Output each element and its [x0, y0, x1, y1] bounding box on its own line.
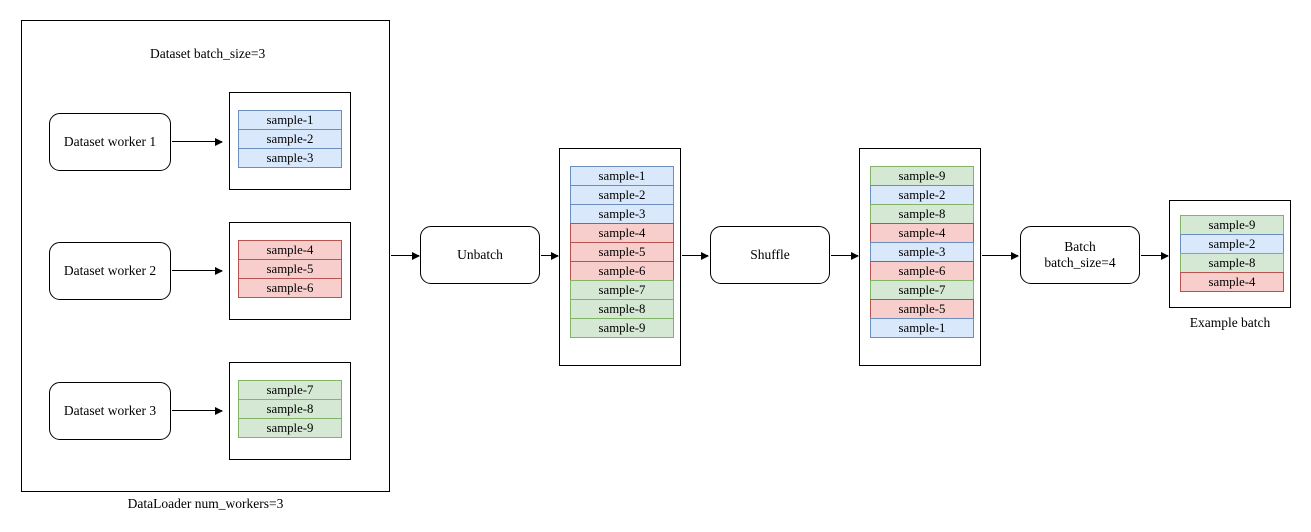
dataset-worker-1-node[interactable]: Dataset worker 1	[49, 113, 171, 171]
sample-item[interactable]: sample-9	[1180, 215, 1284, 235]
sample-item[interactable]: sample-8	[1180, 253, 1284, 273]
sample-item[interactable]: sample-6	[570, 261, 674, 281]
arrow-batch-to-example	[1141, 255, 1168, 257]
dataloader-caption: DataLoader num_workers=3	[127, 496, 284, 511]
arrow-worker2-to-batch2	[172, 270, 222, 272]
sample-item[interactable]: sample-1	[870, 318, 974, 338]
arrow-dataloader-to-unbatch	[391, 255, 419, 257]
arrow-list-to-shuffle	[682, 255, 708, 257]
arrow-worker1-to-batch1	[172, 141, 222, 143]
sample-item[interactable]: sample-4	[238, 240, 342, 260]
sample-item[interactable]: sample-4	[570, 223, 674, 243]
sample-item[interactable]: sample-4	[870, 223, 974, 243]
sample-item[interactable]: sample-2	[870, 185, 974, 205]
worker-2-sample-list: sample-4 sample-5 sample-6	[238, 240, 342, 298]
example-batch-sample-list: sample-9 sample-2 sample-8 sample-4	[1180, 215, 1284, 292]
worker-3-sample-list: sample-7 sample-8 sample-9	[238, 380, 342, 438]
arrow-shuffle-to-list	[831, 255, 858, 257]
unbatch-node[interactable]: Unbatch	[420, 226, 540, 284]
sample-item[interactable]: sample-8	[238, 399, 342, 419]
sample-item[interactable]: sample-8	[870, 204, 974, 224]
dataset-worker-3-node[interactable]: Dataset worker 3	[49, 382, 171, 440]
sample-item[interactable]: sample-4	[1180, 272, 1284, 292]
sample-item[interactable]: sample-8	[570, 299, 674, 319]
sample-item[interactable]: sample-1	[570, 166, 674, 186]
sample-item[interactable]: sample-6	[870, 261, 974, 281]
shuffle-node[interactable]: Shuffle	[710, 226, 830, 284]
worker-1-sample-list: sample-1 sample-2 sample-3	[238, 110, 342, 168]
sample-item[interactable]: sample-9	[238, 418, 342, 438]
example-batch-caption: Example batch	[1189, 315, 1271, 330]
sample-item[interactable]: sample-7	[570, 280, 674, 300]
sample-item[interactable]: sample-9	[870, 166, 974, 186]
sample-item[interactable]: sample-5	[870, 299, 974, 319]
arrow-unbatch-to-list	[541, 255, 558, 257]
sample-item[interactable]: sample-5	[570, 242, 674, 262]
sample-item[interactable]: sample-3	[570, 204, 674, 224]
shuffled-sample-list: sample-9 sample-2 sample-8 sample-4 samp…	[870, 166, 974, 338]
sample-item[interactable]: sample-7	[870, 280, 974, 300]
sample-item[interactable]: sample-2	[1180, 234, 1284, 254]
sample-item[interactable]: sample-6	[238, 278, 342, 298]
dataset-worker-2-node[interactable]: Dataset worker 2	[49, 242, 171, 300]
unbatched-sample-list: sample-1 sample-2 sample-3 sample-4 samp…	[570, 166, 674, 338]
sample-item[interactable]: sample-3	[238, 148, 342, 168]
sample-item[interactable]: sample-5	[238, 259, 342, 279]
sample-item[interactable]: sample-9	[570, 318, 674, 338]
arrow-worker3-to-batch3	[172, 410, 222, 412]
sample-item[interactable]: sample-3	[870, 242, 974, 262]
arrow-list-to-batch	[982, 255, 1018, 257]
dataset-batch-size-title: Dataset batch_size=3	[150, 46, 266, 61]
batch-node[interactable]: Batch batch_size=4	[1020, 226, 1140, 284]
sample-item[interactable]: sample-1	[238, 110, 342, 130]
sample-item[interactable]: sample-2	[238, 129, 342, 149]
sample-item[interactable]: sample-7	[238, 380, 342, 400]
sample-item[interactable]: sample-2	[570, 185, 674, 205]
